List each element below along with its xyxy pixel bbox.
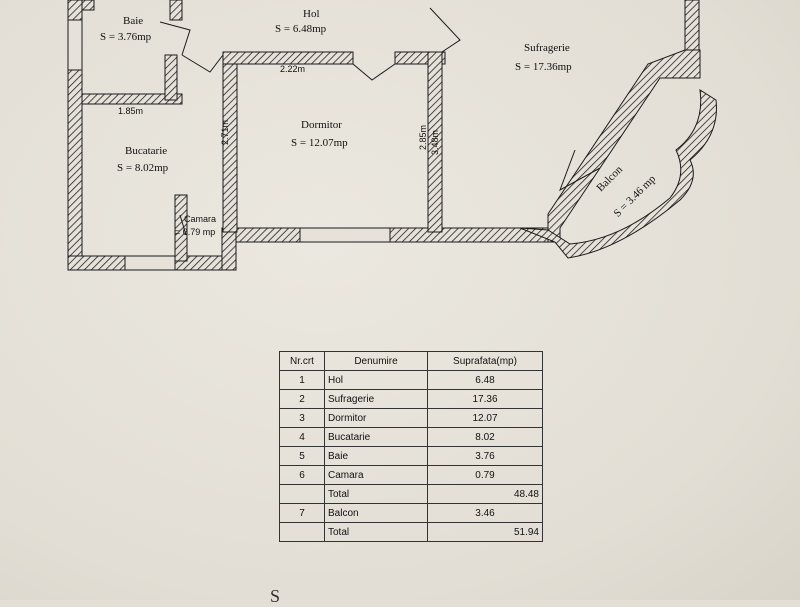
- cell-denumire: Dormitor: [324, 408, 428, 428]
- wall-bottom-middle: [229, 227, 561, 243]
- cell-denumire: Camara: [324, 465, 428, 485]
- wall-top-baie: [169, 0, 183, 21]
- cell-nr: 5: [279, 446, 325, 466]
- cell-denumire: Balcon: [324, 503, 428, 523]
- cell-nr: 7: [279, 503, 325, 523]
- room-area-camara: = 0.79 mp: [175, 227, 215, 237]
- wall-bottom-step: [221, 227, 237, 271]
- dimension-dormitor-right-outer: 3.48m: [430, 130, 440, 155]
- cell-nr: 3: [279, 408, 325, 428]
- room-name-camara: Camara: [184, 214, 216, 224]
- window-bucatarie: [124, 255, 176, 271]
- wall-baie-right: [164, 54, 178, 101]
- wall-dormitor-top: [222, 51, 354, 65]
- cell-suprafata: 17.36: [427, 389, 543, 409]
- room-area-baie: S = 3.76mp: [100, 31, 152, 43]
- cell-denumire: Sufragerie: [324, 389, 428, 409]
- cell-suprafata: 8.02: [427, 427, 543, 447]
- window-baie: [67, 19, 83, 71]
- door-balcon: [559, 149, 601, 192]
- room-area-sufragerie: S = 17.36mp: [515, 61, 572, 73]
- area-table-header-row: Nr.crt Denumire Suprafata(mp): [279, 351, 543, 371]
- room-area-dormitor: S = 12.07mp: [291, 137, 348, 149]
- header-suprafata: Suprafata(mp): [427, 351, 543, 371]
- cell-suprafata: 51.94: [427, 522, 543, 542]
- cell-nr: 6: [279, 465, 325, 485]
- header-denumire: Denumire: [324, 351, 428, 371]
- dimension-dormitor-right: 2.85m: [418, 125, 428, 150]
- door-hol-left: [181, 54, 224, 73]
- page-caption: S: [270, 586, 282, 606]
- door-dormitor: [352, 63, 396, 81]
- cell-denumire: Bucatarie: [324, 427, 428, 447]
- door-sufragerie: [429, 7, 461, 53]
- cell-suprafata: 3.46: [427, 503, 543, 523]
- room-name-hol: Hol: [303, 8, 320, 20]
- dimension-bucatarie-width: 1.85m: [118, 106, 143, 116]
- room-area-bucatarie: S = 8.02mp: [117, 162, 169, 174]
- cell-suprafata: 3.76: [427, 446, 543, 466]
- cell-suprafata: 48.48: [427, 484, 543, 504]
- room-area-hol: S = 6.48mp: [275, 23, 327, 35]
- cell-denumire: Baie: [324, 446, 428, 466]
- wall-camara: [174, 194, 188, 262]
- room-name-dormitor: Dormitor: [301, 119, 342, 131]
- room-name-sufragerie: Sufragerie: [524, 42, 570, 54]
- cell-nr: [279, 522, 325, 542]
- cell-nr: [279, 484, 325, 504]
- door-camara: [179, 214, 187, 236]
- cell-nr: 2: [279, 389, 325, 409]
- cell-nr: 4: [279, 427, 325, 447]
- wall-baie-bottom: [81, 93, 183, 105]
- doors: [159, 7, 601, 236]
- cell-nr: 1: [279, 370, 325, 390]
- cell-denumire: Total: [324, 484, 428, 504]
- wall-dormitor-right: [427, 51, 443, 233]
- dimension-dormitor-width: 2.22m: [280, 64, 305, 74]
- window-dormitor: [299, 227, 391, 243]
- cell-denumire: Hol: [324, 370, 428, 390]
- header-nr: Nr.crt: [279, 351, 325, 371]
- wall-top-left: [81, 0, 95, 11]
- room-name-baie: Baie: [123, 15, 143, 27]
- cell-suprafata: 0.79: [427, 465, 543, 485]
- cell-suprafata: 12.07: [427, 408, 543, 428]
- door-baie: [159, 21, 191, 56]
- wall-balcon: [519, 89, 717, 259]
- wall-sufragerie-right: [684, 0, 700, 56]
- windows: [67, 19, 391, 271]
- room-name-bucatarie: Bucatarie: [125, 145, 167, 157]
- cell-denumire: Total: [324, 522, 428, 542]
- cell-suprafata: 6.48: [427, 370, 543, 390]
- walls: [67, 0, 717, 271]
- dimension-dormitor-left: 2.71m: [220, 120, 230, 145]
- floor-plan-drawing: Baie S = 3.76mp Hol S = 6.48mp Sufrageri…: [67, 0, 717, 271]
